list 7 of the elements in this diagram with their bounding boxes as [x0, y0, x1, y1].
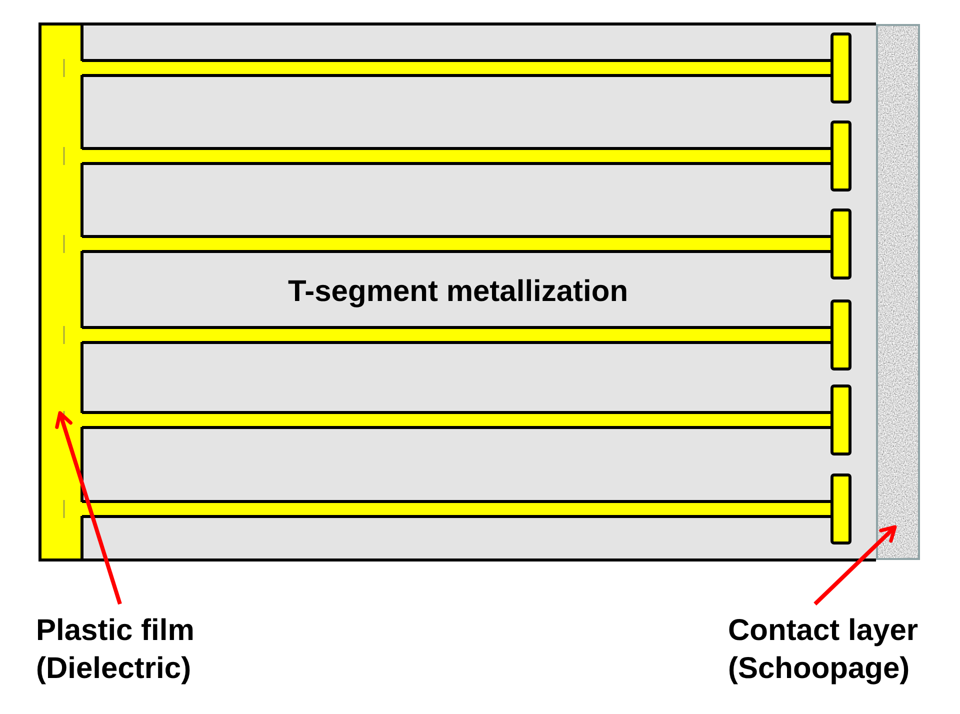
region-label: T-segment metallization	[288, 274, 628, 310]
leader-arrow	[814, 525, 897, 606]
speckled-contact-strip	[876, 24, 920, 560]
leader-arrow	[55, 411, 122, 605]
metal-edge-bar	[38, 22, 84, 562]
callout-label: Plastic film (Dielectric)	[36, 612, 214, 688]
callout-label: Contact layer (Schoopage)	[728, 612, 938, 688]
